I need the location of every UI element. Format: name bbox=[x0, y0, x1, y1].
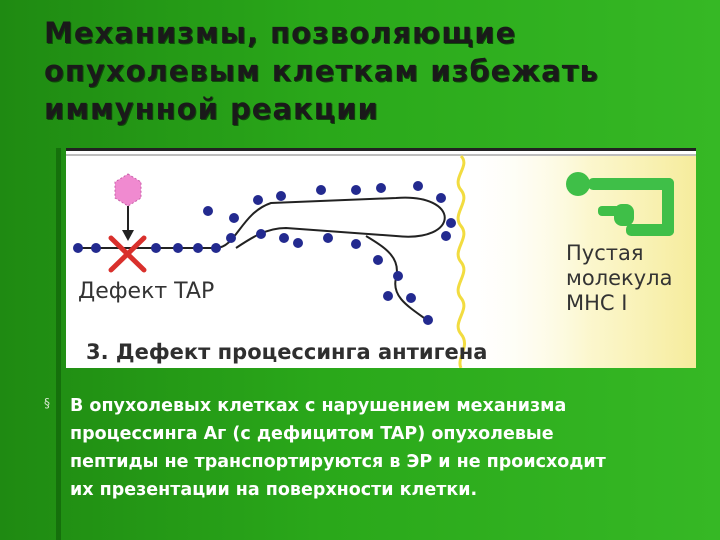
figure-top-border bbox=[66, 148, 696, 151]
bullet-text-line: пептиды не транспортируются в ЭР и не пр… bbox=[70, 452, 606, 472]
figure-caption: 3. Дефект процессинга антигена bbox=[86, 340, 488, 364]
mhc-label-line: Пустая bbox=[566, 241, 644, 265]
mhc-label-line: MHC I bbox=[566, 291, 628, 315]
title-line: иммунной реакции bbox=[44, 92, 379, 126]
bullet-text-line: В опухолевых клетках с нарушением механи… bbox=[70, 396, 567, 416]
bullet-text-line: их презентации на поверхности клетки. bbox=[70, 480, 478, 500]
title-line: Механизмы, позволяющие bbox=[44, 16, 517, 50]
cell-membrane-line bbox=[456, 154, 467, 368]
cell-membrane-region bbox=[458, 156, 696, 368]
title-line: опухолевым клеткам избежать bbox=[44, 54, 599, 88]
tap-defect-label: Дефект TAP bbox=[78, 279, 215, 304]
bullet-text: В опухолевых клетках с нарушением механи… bbox=[70, 392, 710, 504]
tap-defect-cross-icon bbox=[108, 235, 147, 273]
square-bullet-icon: § bbox=[44, 396, 50, 410]
figure-top-border-shadow bbox=[66, 154, 696, 156]
mhc-molecule-icon bbox=[566, 172, 674, 236]
empty-mhc-label: Пустая молекула MHC I bbox=[566, 241, 696, 316]
antigen-processing-figure: Дефект TAP Пустая молекула MHC I 3. Дефе… bbox=[66, 148, 696, 368]
figure-drawing bbox=[66, 148, 696, 368]
slide-title: Механизмы, позволяющие опухолевым клетка… bbox=[44, 14, 684, 128]
antigen-hexagon-icon bbox=[115, 174, 141, 206]
er-membrane-path bbox=[76, 196, 446, 249]
peptide-dots bbox=[73, 181, 456, 325]
mhc-label-line: молекула bbox=[566, 266, 673, 290]
left-rule-divider bbox=[56, 148, 61, 540]
transport-arrow-head-icon bbox=[122, 230, 134, 241]
bullet-text-line: процессинга Аг (с дефицитом TAP) опухоле… bbox=[70, 424, 554, 444]
